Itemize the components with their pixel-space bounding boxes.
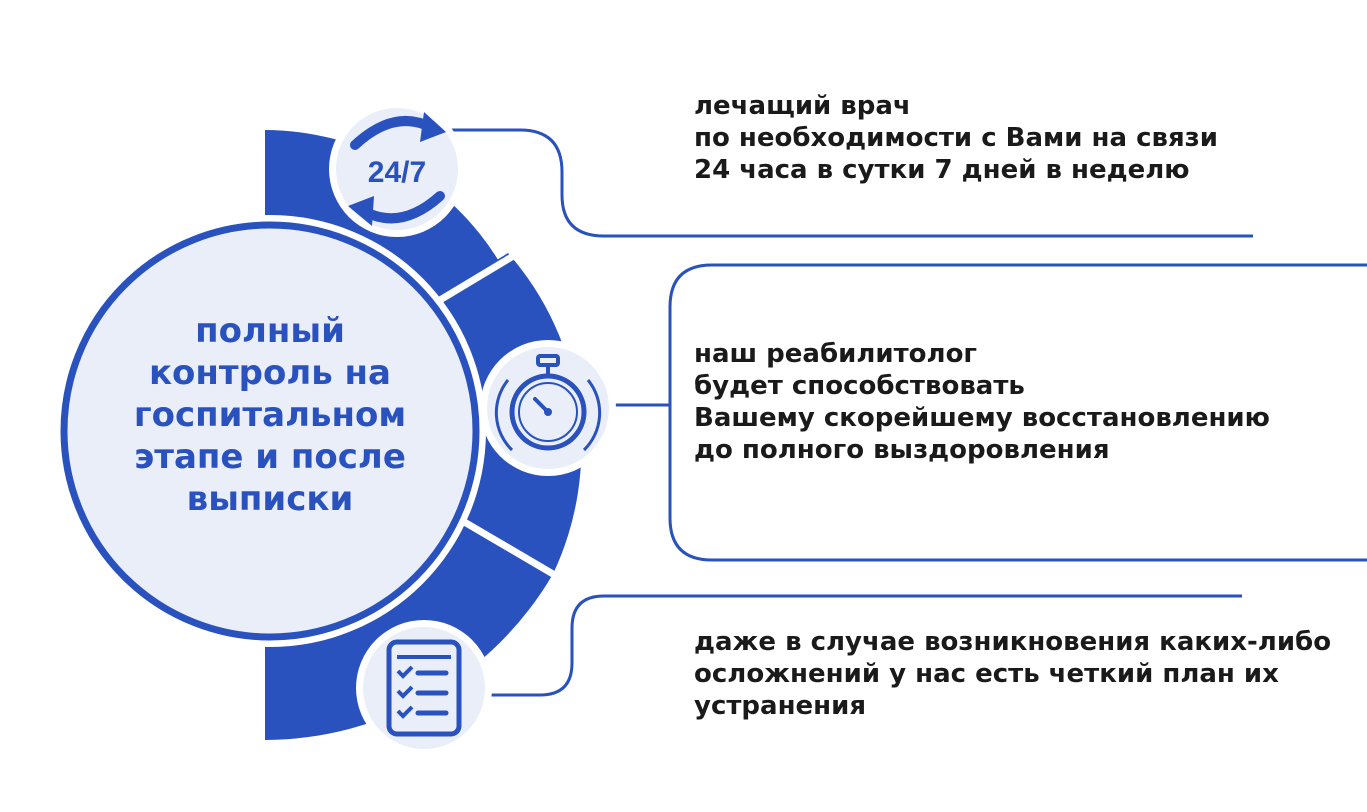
- item-text-line: Вашему скорейшему восстановлению: [694, 403, 1270, 433]
- item-text-rehab: наш реабилитолог будет способствовать Ва…: [694, 338, 1270, 466]
- connector-bottom: [490, 594, 1242, 697]
- item-text-doctor: лечащий врач по необходимости с Вами на …: [694, 90, 1218, 186]
- item-text-line: по необходимости с Вами на связи: [694, 123, 1218, 153]
- connector-top: [430, 128, 1253, 238]
- center-title-line: госпитальном: [133, 395, 407, 435]
- center-title-line: полный: [195, 311, 345, 351]
- connector-middle-frame: [668, 263, 1367, 562]
- item-text-line: лечащий врач: [694, 91, 911, 121]
- checklist-icon: [356, 620, 492, 756]
- item-text-complications: даже в случае возникновения каких-либо о…: [694, 626, 1331, 722]
- item-text-line: даже в случае возникновения каких-либо: [694, 627, 1332, 657]
- stopwatch-icon: [480, 340, 616, 476]
- center-title-line: этапе и после: [134, 437, 406, 477]
- center-title-line: выписки: [186, 479, 354, 519]
- center-disc-outline: [60, 221, 480, 641]
- center-title: полный контроль на госпитальном этапе и …: [98, 310, 442, 520]
- clock-24-7-icon: 24/7: [329, 101, 465, 237]
- item-text-line: наш реабилитолог: [694, 339, 978, 369]
- item-text-line: 24 часа в сутки 7 дней в неделю: [694, 155, 1190, 185]
- item-text-line: осложнений у нас есть четкий план их: [694, 659, 1279, 689]
- item-text-line: до полного выздоровления: [694, 435, 1110, 465]
- badge-24-7-text: 24/7: [368, 156, 426, 189]
- center-title-line: контроль на: [148, 353, 391, 393]
- item-text-line: будет способствовать: [694, 371, 1025, 401]
- item-text-line: устранения: [694, 691, 867, 721]
